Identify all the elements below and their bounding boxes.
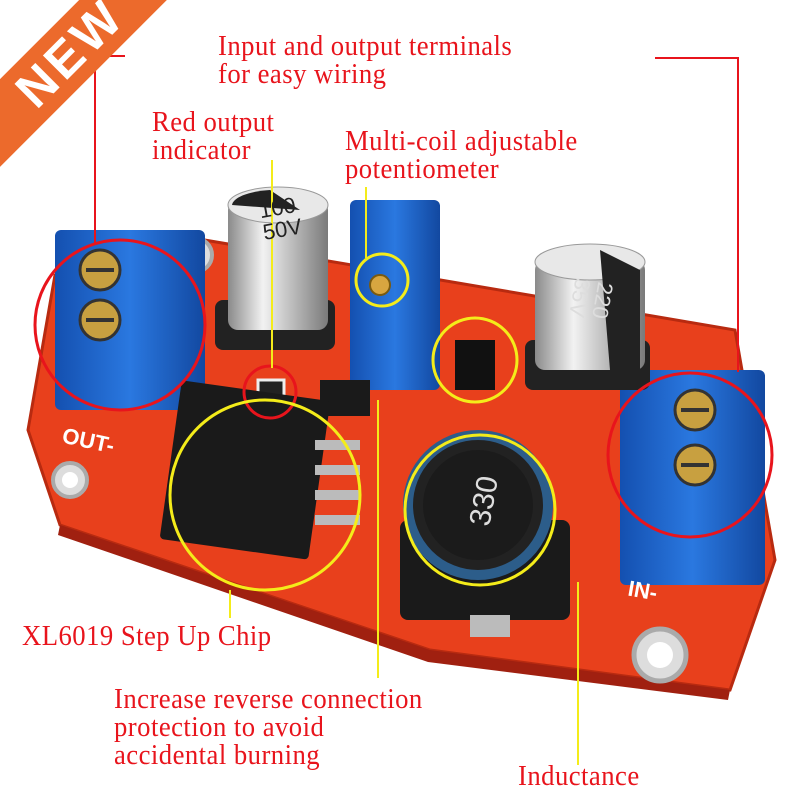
label-inductance: Inductance (518, 760, 640, 792)
highlight-circle-led (242, 364, 298, 420)
label-potentiometer: Multi-coil adjustable potentiometer (345, 125, 578, 185)
cap-right-marking: 22035V (564, 276, 618, 323)
highlight-circle-input-terminal (606, 371, 774, 539)
cap-left-marking: 10050V (257, 192, 304, 245)
label-protection: Increase reverse connection protection t… (114, 683, 423, 771)
input-terminal-block (620, 370, 765, 585)
highlight-circle-diode (431, 316, 519, 404)
mounting-hole (631, 626, 689, 684)
output-terminal-block (55, 230, 205, 410)
in-label: IN- (626, 575, 660, 606)
label-indicator: Red output indicator (152, 106, 275, 166)
mounting-hole (51, 461, 89, 499)
leader-lines (229, 160, 579, 765)
inductor (400, 430, 570, 637)
highlight-circle-chip (168, 398, 362, 592)
label-chip: XL6019 Step Up Chip (22, 620, 272, 652)
capacitor-left (215, 186, 335, 350)
highlight-circle-inductor (403, 433, 557, 587)
potentiometer (350, 200, 440, 390)
highlight-circle-potentiometer (354, 252, 410, 308)
xl6019-chip (160, 380, 360, 560)
diode (455, 340, 495, 390)
label-terminals: Input and output terminals for easy wiri… (218, 30, 513, 90)
capacitor-right (525, 243, 650, 390)
highlight-circle-output-terminal (33, 238, 207, 412)
